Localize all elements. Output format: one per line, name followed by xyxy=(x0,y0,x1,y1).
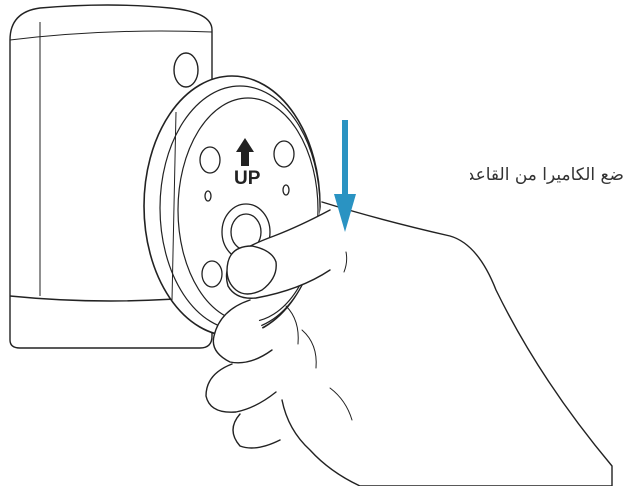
hand xyxy=(206,202,612,486)
instruction-caption: ضع الكاميرا من القاعدة. xyxy=(470,160,624,190)
mounting-plate xyxy=(144,76,320,336)
mount-up-label: UP xyxy=(234,168,261,189)
camera-side-button xyxy=(174,53,198,87)
